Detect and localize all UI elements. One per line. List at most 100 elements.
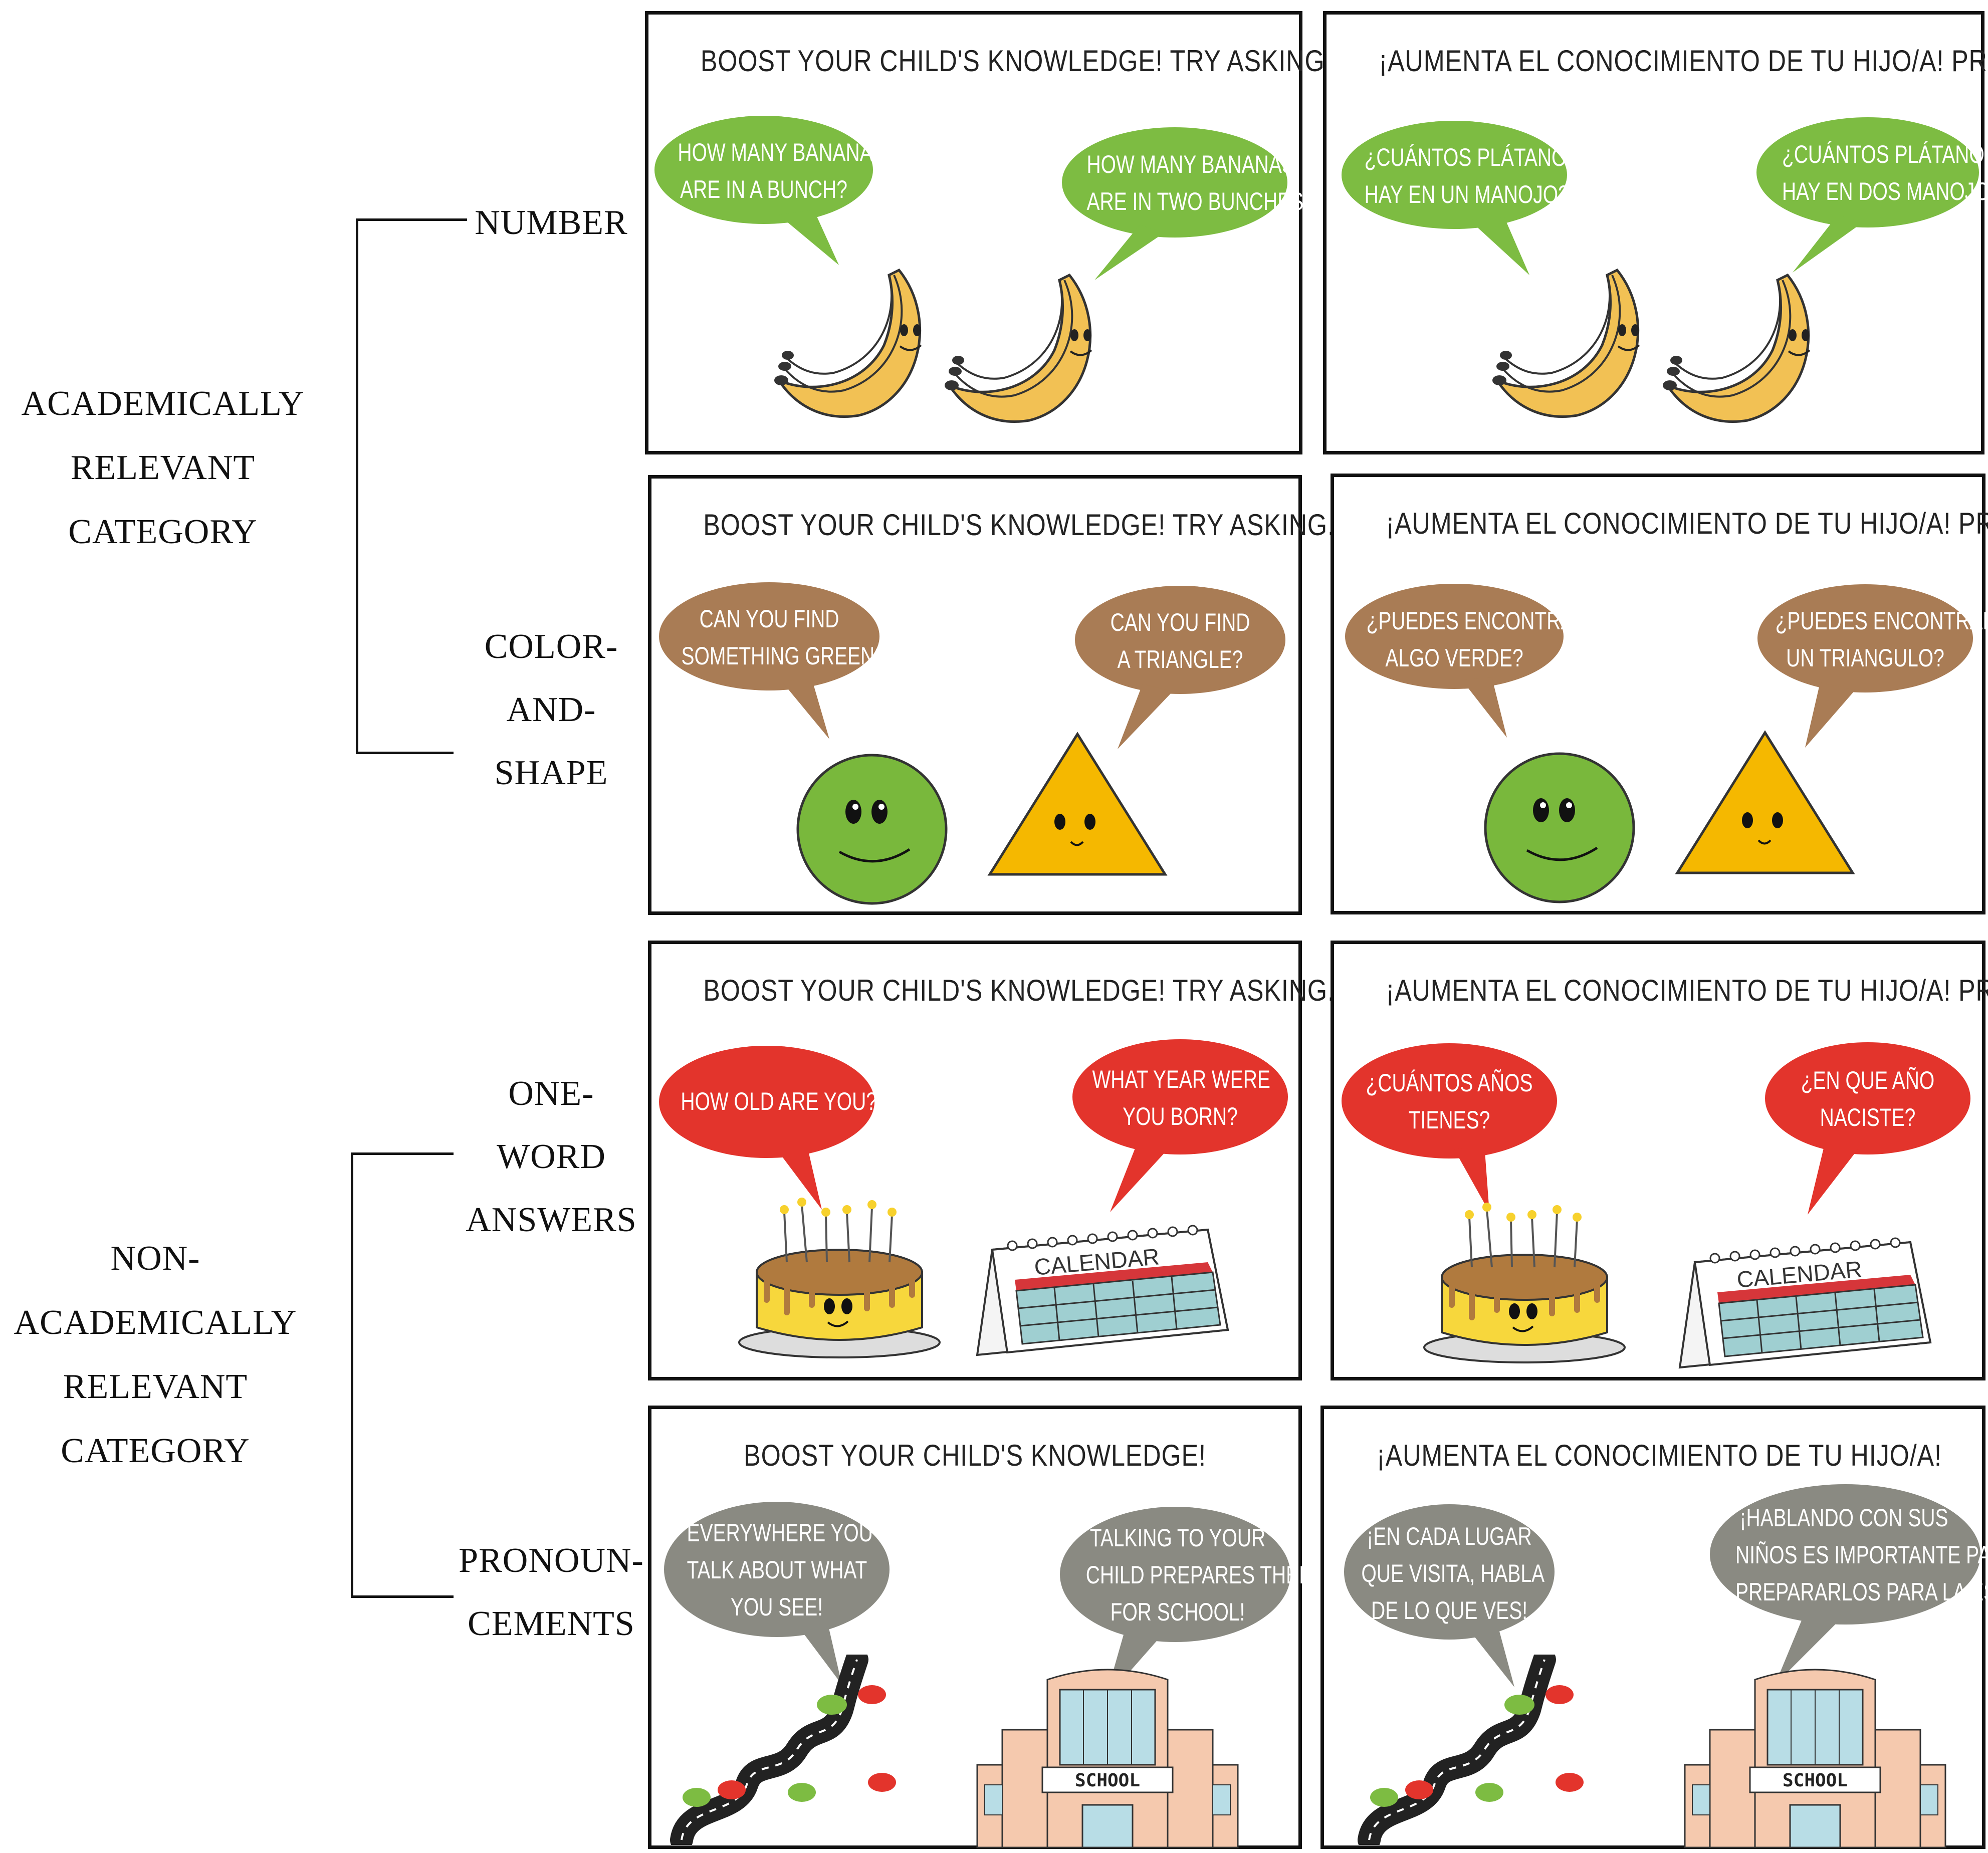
winding-road-illustration <box>670 1655 896 1845</box>
label-line: NON- <box>110 1239 200 1278</box>
panel-oneword-english: BOOST YOUR CHILD'S KNOWLEDGE! TRY ASKING… <box>648 941 1350 1380</box>
label-line: SHAPE <box>494 754 608 792</box>
panel-title: BOOST YOUR CHILD'S KNOWLEDGE! <box>744 1439 1206 1472</box>
bubble-line: CAN YOU FIND <box>1110 608 1250 636</box>
banana-bunch-left <box>1492 268 1640 418</box>
speech-bubble-left: HOW OLD ARE YOU? <box>656 1044 887 1215</box>
school-sign-text: SCHOOL <box>1075 1770 1140 1791</box>
green-circle-character <box>796 754 948 905</box>
bubble-shape <box>1756 117 1979 273</box>
bubble-text: ¿CUÁNTOS AÑOS TIENES? <box>1363 1064 1535 1138</box>
bubble-line: HOW OLD ARE YOU? <box>681 1087 877 1115</box>
bubble-line: NIÑOS ES IMPORTANTE PARA <box>1735 1541 1988 1569</box>
bubble-line: YOU SEE! <box>730 1593 823 1621</box>
bubble-text: CAN YOU FIND SOMETHING GREEN? <box>681 600 886 674</box>
yellow-triangle-character <box>1675 730 1855 874</box>
speech-bubble-right: ¿CUÁNTOS PLÁTANOS HAY EN DOS MANOJOS? <box>1737 115 1988 280</box>
category-academic-label: ACADEMICALLY RELEVANT CATEGORY <box>0 372 326 564</box>
panel-shape-english: BOOST YOUR CHILD'S KNOWLEDGE! TRY ASKING… <box>648 475 1350 915</box>
bubble-line: NACISTE? <box>1820 1103 1916 1131</box>
panel-title: ¡AUMENTA EL CONOCIMIENTO DE TU HIJO/A! P… <box>1379 44 1988 78</box>
speech-bubble-right: ¿EN QUE AÑO NACISTE? <box>1755 1039 1980 1220</box>
bubble-text: ¿PUEDES ENCONTRAR UN TRIANGULO? <box>1775 602 1988 676</box>
panel-pronouncements-spanish: ¡AUMENTA EL CONOCIMIENTO DE TU HIJO/A! ¡… <box>1320 1406 1988 1849</box>
label-line: RELEVANT <box>70 448 256 487</box>
bubble-text: ¿EN QUE AÑO NACISTE? <box>1780 1062 1956 1136</box>
label-line: NUMBER <box>475 203 628 242</box>
banana-bunch-right <box>945 273 1092 423</box>
bubble-line: ¿EN QUE AÑO <box>1801 1066 1935 1094</box>
panel-shape-spanish: ¡AUMENTA EL CONOCIMIENTO DE TU HIJO/A! P… <box>1331 474 1988 914</box>
label-line: CEMENTS <box>468 1604 635 1643</box>
bubble-line: DE LO QUE VES! <box>1371 1596 1528 1625</box>
bubble-shape <box>659 582 879 739</box>
panel-title: ¡AUMENTA EL CONOCIMIENTO DE TU HIJO/A! <box>1377 1439 1942 1472</box>
bubble-line: TALK ABOUT WHAT <box>687 1556 867 1584</box>
bubble-line: QUE VISITA, HABLA <box>1361 1559 1545 1587</box>
bubble-text: ¿PUEDES ENCONTRAR ALGO VERDE? <box>1366 602 1588 676</box>
speech-bubble-right: HOW MANY BANANAS ARE IN TWO BUNCHES? <box>1039 125 1314 285</box>
school-building-illustration: SCHOOL <box>1684 1669 1946 1848</box>
bubble-text: HOW MANY BANANAS ARE IN TWO BUNCHES? <box>1086 146 1314 220</box>
bubble-line: ¿PUEDES ENCONTRAR <box>1366 607 1588 635</box>
bubble-line: CAN YOU FIND <box>699 605 839 633</box>
bubble-text: CAN YOU FIND A TRIANGLE? <box>1092 604 1268 678</box>
bubble-text: HOW MANY BANANAS ARE IN A BUNCH? <box>678 134 886 208</box>
label-line: AND- <box>506 690 596 729</box>
bubble-line: PREPARARLOS PARA LA ESCULA! <box>1735 1578 1988 1606</box>
bubble-shape <box>654 116 873 265</box>
bubble-line: CHILD PREPARES THEM <box>1085 1561 1315 1589</box>
panel-title: BOOST YOUR CHILD'S KNOWLEDGE! TRY ASKING… <box>700 44 1348 78</box>
speech-bubble-right: CAN YOU FIND A TRIANGLE? <box>1067 584 1293 754</box>
bubble-line: ¡HABLANDO CON SUS <box>1739 1504 1948 1532</box>
speech-bubble-left: ¿CUÁNTOS AÑOS TIENES? <box>1339 1042 1570 1217</box>
bubble-line: ¿CUÁNTOS PLÁTANOS <box>1782 140 1988 168</box>
speech-bubble-left: ¿CUÁNTOS PLÁTANOS HAY EN UN MANOJO? <box>1339 120 1580 285</box>
winding-road-illustration <box>1358 1655 1584 1845</box>
bubble-line: SOMETHING GREEN? <box>681 642 886 670</box>
yellow-triangle-character <box>987 732 1168 876</box>
bubble-text: WHAT YEAR WERE YOU BORN? <box>1092 1061 1270 1135</box>
bubble-text: ¡HABLANDO CON SUS NIÑOS ES IMPORTANTE PA… <box>1735 1499 1988 1610</box>
panel-title: BOOST YOUR CHILD'S KNOWLEDGE! TRY ASKING… <box>703 508 1350 542</box>
bubble-shape <box>1765 1042 1970 1215</box>
bubble-line: TIENES? <box>1408 1106 1490 1134</box>
panel-number-english: BOOST YOUR CHILD'S KNOWLEDGE! TRY ASKING… <box>645 11 1348 454</box>
label-line: CATEGORY <box>68 513 258 551</box>
bubble-line: UN TRIANGULO? <box>1786 644 1944 672</box>
bubble-line: FOR SCHOOL! <box>1110 1598 1245 1626</box>
label-line: ANSWERS <box>466 1201 637 1239</box>
bubble-line: YOU BORN? <box>1123 1102 1238 1130</box>
category-non-academic-label: NON- ACADEMICALLY RELEVANT CATEGORY <box>0 1227 311 1483</box>
label-line: ACADEMICALLY <box>21 384 305 423</box>
bubble-line: A TRIANGLE? <box>1117 645 1243 673</box>
bubble-shape <box>1072 1039 1288 1212</box>
bubble-line: EVERYWHERE YOU GO, <box>687 1519 915 1547</box>
bracket-academic-top <box>356 218 467 221</box>
label-line: RELEVANT <box>63 1367 248 1406</box>
bubble-shape <box>1342 1043 1557 1212</box>
label-line: WORD <box>497 1137 606 1176</box>
label-line: ACADEMICALLY <box>14 1303 297 1342</box>
speech-bubble-left: CAN YOU FIND SOMETHING GREEN? <box>656 581 887 747</box>
bubble-line: ¿PUEDES ENCONTRAR <box>1775 607 1988 635</box>
panel-oneword-spanish: ¡AUMENTA EL CONOCIMIENTO DE TU HIJO/A! P… <box>1331 941 1988 1380</box>
banana-bunch-right <box>1663 273 1811 423</box>
bubble-line: ARE IN TWO BUNCHES? <box>1086 187 1314 215</box>
panel-number-spanish: ¡AUMENTA EL CONOCIMIENTO DE TU HIJO/A! P… <box>1323 11 1988 454</box>
bracket-nonacademic-vertical <box>351 1153 353 1598</box>
bubble-line: WHAT YEAR WERE <box>1092 1065 1270 1093</box>
bubble-text: EVERYWHERE YOU GO, TALK ABOUT WHAT YOU S… <box>687 1514 915 1626</box>
calendar-stand: CALENDAR <box>976 1225 1229 1356</box>
bubble-text: ¡EN CADA LUGAR QUE VISITA, HABLA DE LO Q… <box>1361 1518 1545 1629</box>
bubble-text: TALKING TO YOUR CHILD PREPARES THEM FOR … <box>1085 1519 1315 1631</box>
panel-title: ¡AUMENTA EL CONOCIMIENTO DE TU HIJO/A! P… <box>1386 974 1988 1007</box>
bubble-line: TALKING TO YOUR <box>1089 1524 1266 1552</box>
panel-title: ¡AUMENTA EL CONOCIMIENTO DE TU HIJO/A! P… <box>1386 507 1988 540</box>
bubble-text: ¿CUÁNTOS PLÁTANOS HAY EN DOS MANOJOS? <box>1782 136 1988 210</box>
bubble-line: ¿CUÁNTOS AÑOS <box>1366 1069 1533 1097</box>
bubble-line: ¡EN CADA LUGAR <box>1367 1522 1532 1550</box>
bubble-line: ¿CUÁNTOS PLÁTANOS <box>1364 143 1580 171</box>
panel-pronouncements-english: BOOST YOUR CHILD'S KNOWLEDGE! EVERYWHERE… <box>648 1406 1315 1849</box>
